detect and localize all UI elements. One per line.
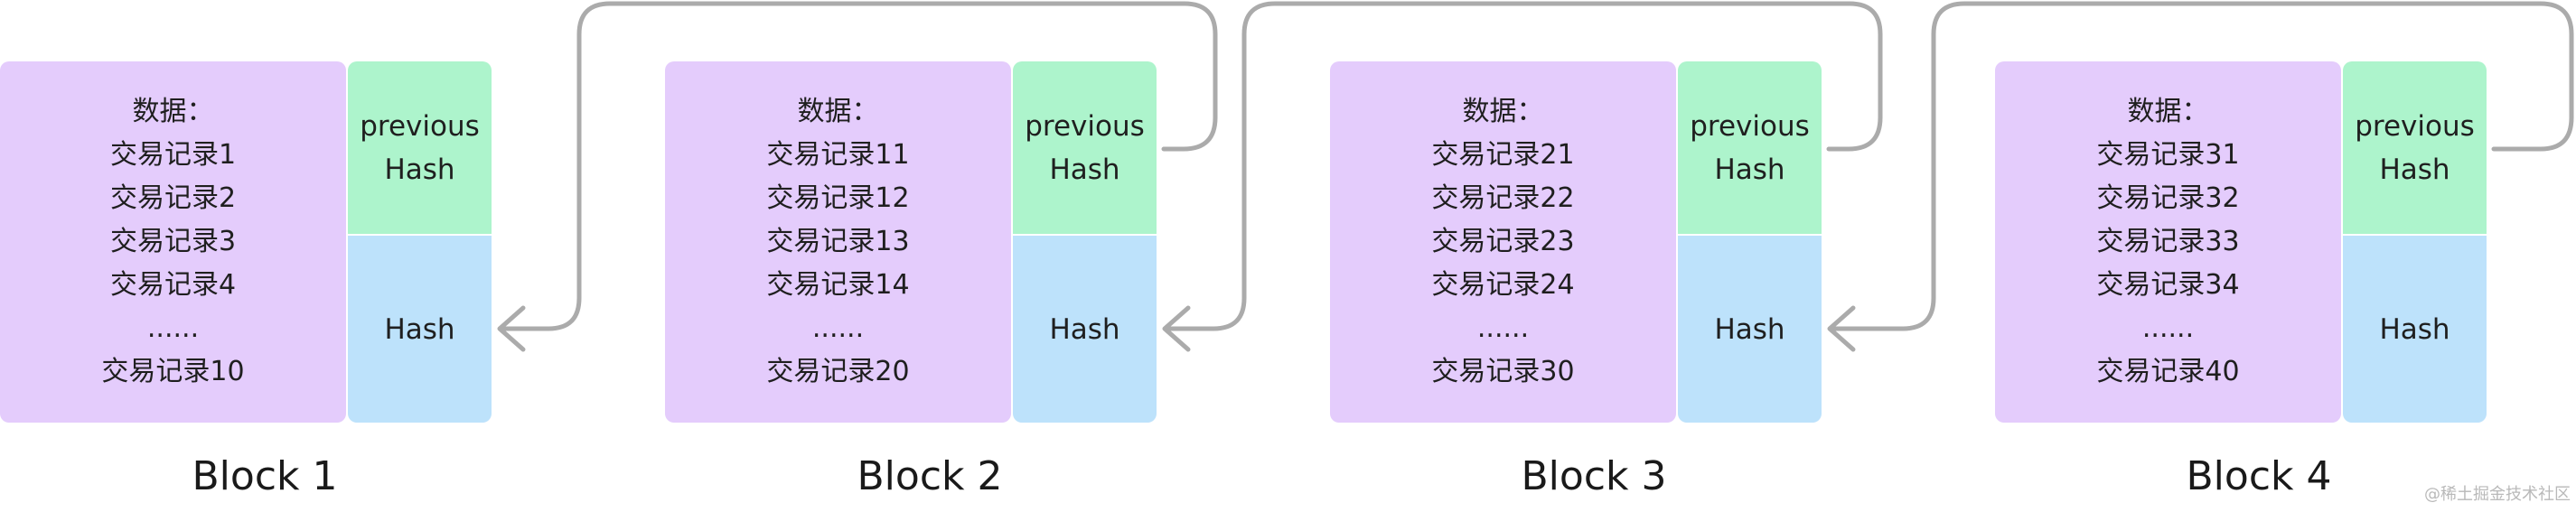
ellipsis: ...... <box>2141 312 2195 344</box>
transaction-record: 交易记录10 <box>101 356 245 387</box>
hash-label: Hash <box>1714 312 1785 346</box>
previous-hash-label: previousHash <box>2355 109 2475 186</box>
block-title: Block 1 <box>192 453 338 499</box>
block-data-box: 数据： 交易记录11 交易记录12 交易记录13 交易记录14 ...... 交… <box>665 61 1011 423</box>
transaction-record: 交易记录20 <box>766 356 910 387</box>
transaction-record: 交易记录21 <box>1431 139 1575 171</box>
block-title: Block 2 <box>857 453 1003 499</box>
transaction-record: 交易记录30 <box>1431 356 1575 387</box>
ellipsis: ...... <box>1476 312 1530 344</box>
block-2: 数据： 交易记录11 交易记录12 交易记录13 交易记录14 ...... 交… <box>665 61 1157 423</box>
transaction-record: 交易记录4 <box>109 269 237 301</box>
transaction-record: 交易记录24 <box>1431 269 1575 301</box>
transaction-record: 交易记录14 <box>766 269 910 301</box>
transaction-record: 交易记录11 <box>766 139 910 171</box>
arrowhead <box>1827 305 1856 352</box>
transaction-record: 交易记录13 <box>766 226 910 257</box>
previous-hash-box: previousHash <box>1013 61 1157 234</box>
transaction-record: 交易记录40 <box>2096 356 2240 387</box>
hash-box: Hash <box>348 236 492 423</box>
block-4: 数据： 交易记录31 交易记录32 交易记录33 交易记录34 ...... 交… <box>1995 61 2487 423</box>
data-heading: 数据： <box>132 96 214 127</box>
previous-hash-box: previousHash <box>348 61 492 234</box>
transaction-record: 交易记录22 <box>1431 182 1575 214</box>
previous-hash-label: previousHash <box>360 109 480 186</box>
arrowhead <box>1162 305 1191 352</box>
transaction-record: 交易记录34 <box>2096 269 2240 301</box>
hash-label: Hash <box>2379 312 2450 346</box>
transaction-record: 交易记录3 <box>109 226 237 257</box>
transaction-record: 交易记录12 <box>766 182 910 214</box>
block-3: 数据： 交易记录21 交易记录22 交易记录23 交易记录24 ...... 交… <box>1330 61 1822 423</box>
hash-label: Hash <box>384 312 455 346</box>
previous-hash-box: previousHash <box>2343 61 2487 234</box>
block-data-box: 数据： 交易记录21 交易记录22 交易记录23 交易记录24 ...... 交… <box>1330 61 1676 423</box>
block-1: 数据： 交易记录1 交易记录2 交易记录3 交易记录4 ...... 交易记录1… <box>0 61 492 423</box>
hash-box: Hash <box>1013 236 1157 423</box>
data-heading: 数据： <box>1462 96 1544 127</box>
transaction-record: 交易记录31 <box>2096 139 2240 171</box>
ellipsis: ...... <box>811 312 865 344</box>
transaction-record: 交易记录2 <box>109 182 237 214</box>
transaction-record: 交易记录23 <box>1431 226 1575 257</box>
block-data-box: 数据： 交易记录1 交易记录2 交易记录3 交易记录4 ...... 交易记录1… <box>0 61 346 423</box>
hash-label: Hash <box>1049 312 1120 346</box>
data-heading: 数据： <box>2127 96 2209 127</box>
watermark: @稀土掘金技术社区 <box>2424 485 2571 504</box>
block-title: Block 3 <box>1521 453 1667 499</box>
transaction-record: 交易记录1 <box>109 139 237 171</box>
previous-hash-box: previousHash <box>1678 61 1822 234</box>
arrowhead <box>497 305 526 352</box>
transaction-record: 交易记录32 <box>2096 182 2240 214</box>
block-title: Block 4 <box>2186 453 2332 499</box>
data-heading: 数据： <box>797 96 879 127</box>
hash-box: Hash <box>2343 236 2487 423</box>
previous-hash-label: previousHash <box>1025 109 1145 186</box>
previous-hash-label: previousHash <box>1690 109 1810 186</box>
hash-box: Hash <box>1678 236 1822 423</box>
transaction-record: 交易记录33 <box>2096 226 2240 257</box>
ellipsis: ...... <box>146 312 200 344</box>
block-data-box: 数据： 交易记录31 交易记录32 交易记录33 交易记录34 ...... 交… <box>1995 61 2341 423</box>
